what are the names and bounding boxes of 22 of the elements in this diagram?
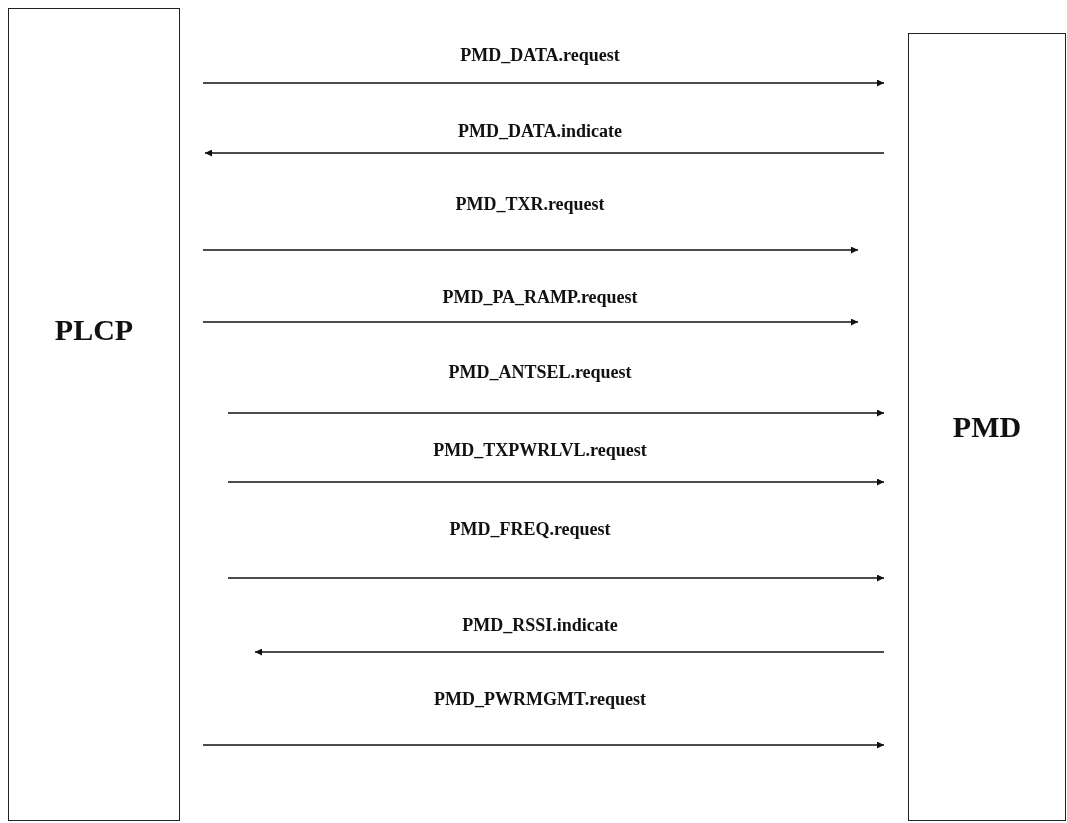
edge-label: PMD_DATA.request bbox=[458, 45, 622, 66]
edge-label: PMD_FREQ.request bbox=[447, 519, 613, 540]
arrow bbox=[204, 149, 885, 157]
edge-label: PMD_PA_RAMP.request bbox=[440, 287, 640, 308]
arrow bbox=[202, 318, 859, 326]
layer-box bbox=[908, 33, 1066, 821]
arrow bbox=[202, 79, 885, 87]
edge-label: PMD_DATA.indicate bbox=[456, 121, 624, 142]
layer-name: PMD bbox=[952, 410, 1022, 444]
arrow bbox=[227, 574, 885, 582]
arrow bbox=[202, 741, 885, 749]
edge-label: PMD_ANTSEL.request bbox=[446, 362, 634, 383]
layer-name: PLCP bbox=[54, 312, 134, 347]
layer-box bbox=[8, 8, 180, 821]
arrow bbox=[227, 409, 885, 417]
arrow bbox=[254, 648, 885, 656]
arrow bbox=[227, 478, 885, 486]
edge-label: PMD_TXR.request bbox=[453, 194, 607, 215]
edge-label: PMD_TXPWRLVL.request bbox=[431, 440, 649, 461]
edge-label: PMD_PWRMGMT.request bbox=[432, 689, 648, 710]
arrow bbox=[202, 246, 859, 254]
edge-label: PMD_RSSI.indicate bbox=[460, 615, 620, 636]
